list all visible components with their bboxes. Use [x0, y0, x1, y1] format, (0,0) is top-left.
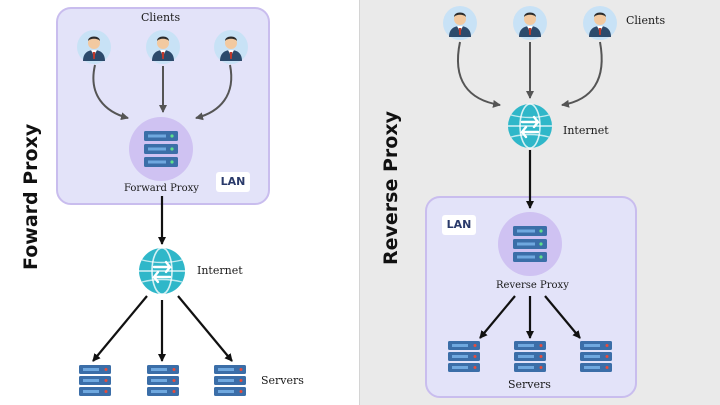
- reverse-client-3-icon: [583, 6, 617, 40]
- reverse-client-1-icon: [443, 6, 477, 40]
- forward-proxy-title: Foward Proxy: [20, 123, 42, 270]
- forward-client-3-icon: [214, 30, 248, 64]
- reverse-internet-globe-icon: [508, 103, 552, 149]
- forward-proxy-server-icon: [129, 117, 193, 181]
- forward-client-2-icon: [146, 30, 180, 64]
- forward-clients-label: Clients: [141, 11, 181, 24]
- reverse-proxy-label: Reverse Proxy: [496, 280, 569, 291]
- reverse-internet-label: Internet: [563, 124, 609, 137]
- forward-client-arrows: [92, 64, 233, 121]
- forward-proxy-label: Forward Proxy: [124, 183, 199, 194]
- forward-servers-label: Servers: [261, 374, 304, 387]
- forward-internet-globe-icon: [139, 247, 185, 295]
- forward-server-1-icon: [79, 365, 111, 396]
- reverse-servers-label: Servers: [508, 378, 551, 391]
- reverse-proxy-server-icon: [498, 212, 562, 276]
- panel-divider: [359, 0, 360, 405]
- forward-server-3-icon: [214, 365, 246, 396]
- forward-internet-label: Internet: [197, 264, 243, 277]
- reverse-server-1-icon: [448, 341, 480, 372]
- reverse-lan-badge: LAN: [442, 215, 476, 235]
- reverse-client-2-icon: [513, 6, 547, 40]
- forward-client-1-icon: [77, 30, 111, 64]
- reverse-proxy-to-server-arrows: [479, 295, 581, 339]
- reverse-server-3-icon: [580, 341, 612, 372]
- reverse-server-2-icon: [514, 341, 546, 372]
- reverse-clients-label: Clients: [626, 14, 666, 27]
- reverse-client-arrows: [457, 41, 603, 108]
- reverse-proxy-title: Reverse Proxy: [380, 111, 402, 265]
- forward-internet-to-server-arrows: [92, 295, 233, 362]
- forward-server-2-icon: [147, 365, 179, 396]
- forward-lan-badge: LAN: [216, 172, 250, 192]
